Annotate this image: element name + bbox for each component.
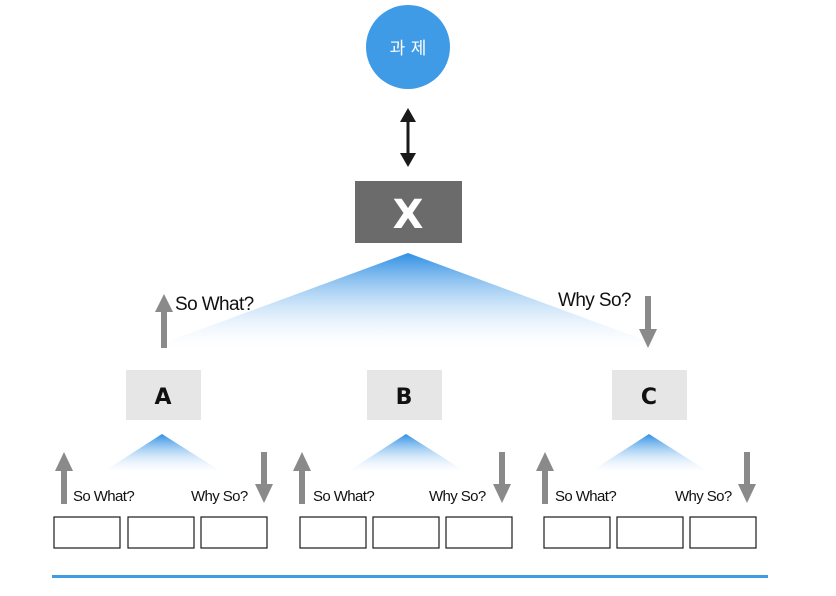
group-a-down-arrow-icon (255, 452, 273, 503)
main-node-box (355, 181, 462, 243)
child-node-c: C (612, 370, 687, 420)
main-up-arrow-icon (155, 294, 173, 348)
child-node-a: A (126, 370, 201, 420)
group-c-triangle (590, 434, 709, 472)
bottom-accent-line (52, 575, 768, 578)
group-b-empty-box (299, 516, 367, 549)
group-b-why-so-label: Why So? (429, 488, 486, 505)
group-c: So What? Why So? (536, 434, 757, 549)
group-c-up-arrow-icon (536, 452, 554, 504)
double-arrow-icon (400, 108, 416, 167)
group-a-triangle (103, 434, 222, 472)
child-node-b: B (367, 370, 442, 420)
group-a-empty-box (127, 516, 195, 549)
main-why-so-label: Why So? (558, 290, 631, 311)
child-a-box (126, 370, 201, 420)
topic-circle (366, 5, 450, 89)
group-a-empty-box (53, 516, 121, 549)
group-c-empty-box (616, 516, 684, 549)
group-b-empty-box (372, 516, 440, 549)
group-a: So What? Why So? (53, 434, 273, 549)
child-b-label: B (396, 385, 413, 410)
topic-node: 과 제 (366, 5, 450, 89)
child-a-label: A (154, 385, 171, 410)
group-c-empty-box (689, 516, 757, 549)
main-node-label: X (393, 192, 424, 238)
group-b-down-arrow-icon (493, 452, 511, 503)
group-a-so-what-label: So What? (73, 488, 134, 505)
child-b-box (367, 370, 442, 420)
group-b-triangle (347, 434, 466, 472)
group-b-up-arrow-icon (293, 452, 311, 504)
main-node: X (355, 181, 462, 243)
group-c-so-what-label: So What? (555, 488, 616, 505)
child-c-label: C (641, 385, 657, 410)
group-c-down-arrow-icon (738, 452, 756, 503)
main-so-what-label: So What? (175, 294, 254, 315)
group-b-empty-box (445, 516, 513, 549)
group-a-up-arrow-icon (55, 452, 73, 504)
group-b-so-what-label: So What? (313, 488, 374, 505)
group-c-empty-box (543, 516, 611, 549)
group-b: So What? Why So? (293, 434, 513, 549)
group-a-why-so-label: Why So? (191, 488, 248, 505)
child-c-box (612, 370, 687, 420)
topic-label: 과 제 (390, 39, 427, 59)
main-down-arrow-icon (639, 296, 657, 348)
main-pyramid-triangle (150, 253, 666, 348)
group-c-why-so-label: Why So? (675, 488, 732, 505)
group-a-empty-box (200, 516, 268, 549)
